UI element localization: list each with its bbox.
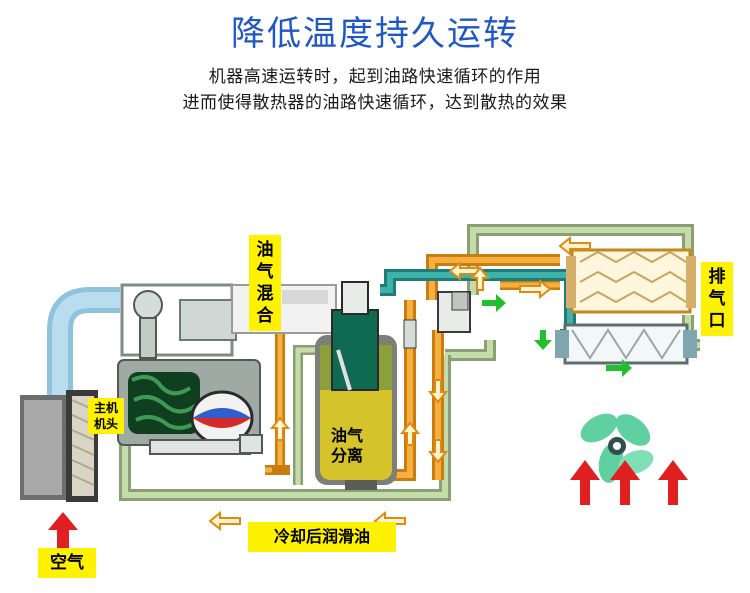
- cooled-oil-label: 冷却后润滑油: [248, 522, 396, 552]
- oil-cooler: [566, 248, 696, 314]
- oil-gas-mix-char: 混: [256, 284, 274, 304]
- oil-gas-mix-block: [231, 284, 337, 334]
- green-flow-arrows: [482, 294, 632, 377]
- exhaust-char: 排: [708, 267, 726, 287]
- subtitle-line-2: 进而使得散热器的油路快速循环，达到散热的效果: [182, 93, 568, 113]
- separation-line: 分离: [330, 446, 363, 465]
- orange-flow-arrows: [208, 235, 591, 532]
- oil-gas-mix-char: 合: [256, 306, 274, 326]
- air-label: 空气: [38, 548, 96, 578]
- oil-gas-mix-char: 气: [256, 262, 274, 282]
- thermostatic-valve: [403, 291, 471, 349]
- oil-gas-mix-char: 油: [256, 240, 274, 260]
- oil-separator-tank: [315, 281, 397, 490]
- air-cooler: [555, 323, 697, 365]
- compressor-head: [117, 283, 263, 455]
- airflow-arrows: [48, 460, 688, 548]
- subtitle-line-1: 机器高速运转时，起到油路快速循环的作用: [208, 67, 542, 87]
- exhaust-char: 口: [708, 311, 726, 331]
- air-filter: [20, 390, 98, 502]
- exhaust-label: 排 气 口: [701, 262, 733, 336]
- main-unit-line: 主机: [93, 401, 118, 415]
- page-title: 降低温度持久运转: [231, 14, 519, 54]
- oil-gas-mix-label: 油 气 混 合: [249, 235, 281, 331]
- separation-line: 油气: [330, 426, 363, 445]
- air-intake-pipe: [47, 287, 120, 395]
- main-unit-label: 主机 机头: [88, 398, 124, 434]
- separation-label: 油气 分离: [322, 424, 372, 468]
- main-unit-line: 机头: [93, 417, 118, 431]
- exhaust-char: 气: [708, 289, 726, 309]
